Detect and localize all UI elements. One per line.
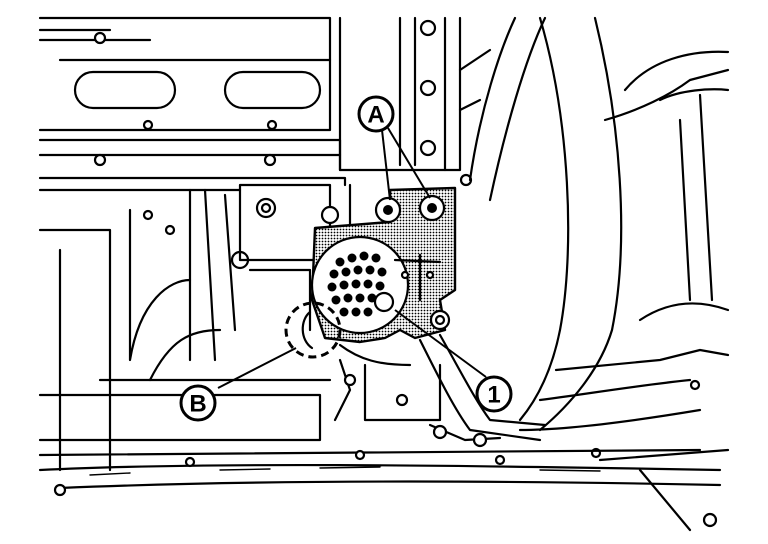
dashed-marker-b: [284, 301, 342, 359]
leader-lines: [217, 127, 487, 389]
actuator-control-unit: [310, 186, 457, 344]
right-body-panel: [468, 16, 730, 532]
vertical-pillar: [338, 16, 492, 187]
callout-b-label: B: [189, 391, 206, 418]
callout-a: A: [357, 95, 395, 133]
callout-b: B: [179, 384, 217, 422]
connector-b-clip: [301, 310, 314, 350]
brake-pipes: [333, 333, 547, 448]
callout-1: 1: [475, 375, 513, 413]
callout-a-label: A: [367, 102, 384, 129]
upper-frame-bracket: [38, 16, 347, 187]
mounting-nut-left: [374, 196, 402, 224]
callout-1-label: 1: [487, 382, 500, 409]
left-lower-structure: [38, 188, 332, 472]
mounting-nut-right: [418, 194, 446, 222]
floor-panel: [38, 448, 722, 497]
center-bracket: [238, 183, 352, 332]
